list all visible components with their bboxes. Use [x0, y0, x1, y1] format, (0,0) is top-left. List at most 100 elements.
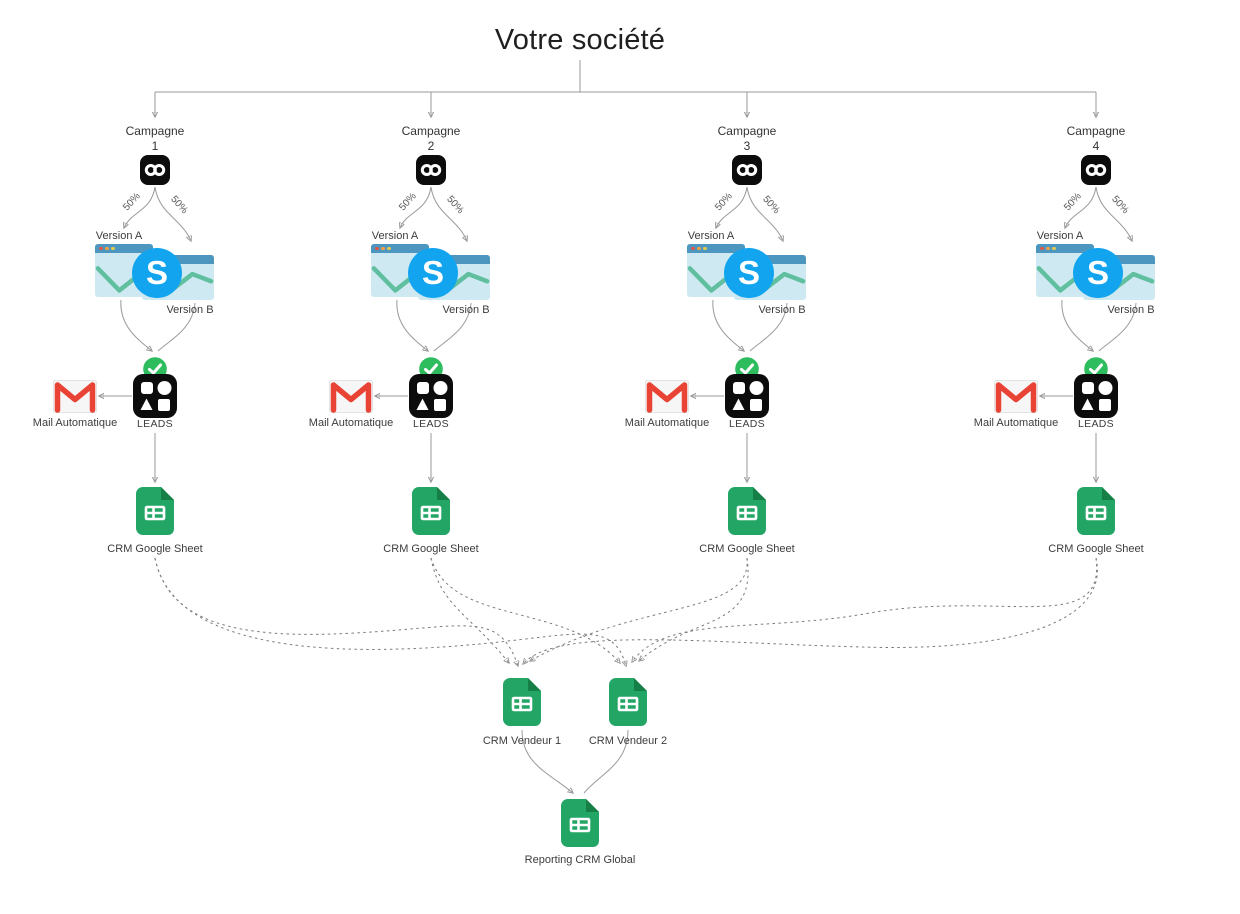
- connector-merge-left-4: [1061, 299, 1093, 351]
- connector-merge-right-4: [1098, 302, 1137, 352]
- connector-split-b-4: [1095, 186, 1132, 241]
- vendor2-label: CRM Vendeur 2: [588, 735, 668, 747]
- connector-split-a-2: [400, 186, 432, 228]
- s-letter: S: [145, 254, 168, 291]
- crm-sheet-label: CRM Google Sheet: [383, 543, 479, 555]
- connector-split-b-1: [154, 186, 191, 241]
- browser-header: [95, 244, 153, 253]
- reporting-sheet-icon: [561, 799, 599, 847]
- split-percent-right: 50%: [1109, 193, 1131, 217]
- leads-form-icon: [1074, 374, 1118, 418]
- split-percent-right: 50%: [444, 193, 466, 217]
- gmail-icon: [645, 380, 689, 413]
- connector-split-a-4: [1065, 186, 1097, 228]
- mail-automatique-label: Mail Automatique: [32, 417, 118, 429]
- gmail-icon: [329, 380, 373, 413]
- split-percent-right: 50%: [168, 193, 190, 217]
- google-sheet-icon: [136, 487, 174, 535]
- version-a-label: Version A: [371, 230, 419, 242]
- crm-sheet-label: CRM Google Sheet: [107, 543, 203, 555]
- campaign-title: Campagne 1: [45, 124, 265, 154]
- connector-vendor2-reporting: [583, 729, 629, 794]
- version-b-label: Version B: [758, 304, 806, 316]
- connector-merge-right-2: [433, 302, 472, 352]
- page-title: Votre société: [494, 24, 666, 56]
- campaign-name: Campagne: [401, 124, 461, 138]
- campaign-column-3: Campagne 3 50% 50% Version A S Version B…: [625, 0, 857, 600]
- split-percent-left: 50%: [121, 190, 143, 214]
- systeme-s-icon: S: [724, 248, 774, 298]
- campaign-name: Campagne: [125, 124, 185, 138]
- connector-split-a-3: [716, 186, 748, 228]
- campaign-column-4: Campagne 4 50% 50% Version A S Version B…: [974, 0, 1206, 600]
- leads-label: LEADS: [137, 418, 173, 430]
- connector-sheet3-vendor2: [639, 557, 749, 661]
- version-b-label: Version B: [166, 304, 214, 316]
- campaign-name: Campagne: [1066, 124, 1126, 138]
- google-sheet-icon: [412, 487, 450, 535]
- split-percent-left: 50%: [1062, 190, 1084, 214]
- split-percent-left: 50%: [713, 190, 735, 214]
- gmail-icon: [994, 380, 1038, 413]
- s-letter: S: [1086, 254, 1109, 291]
- connector-sheet2-vendor2: [430, 557, 620, 663]
- systeme-s-icon: S: [132, 248, 182, 298]
- campaign-number: 1: [151, 139, 159, 153]
- connector-sheet4-vendor1: [523, 557, 1098, 664]
- campaign-name: Campagne: [717, 124, 777, 138]
- leads-form-icon: [409, 374, 453, 418]
- campaign-column-1: Campagne 1 50% 50% Version A S Version B…: [33, 0, 265, 600]
- version-b-label: Version B: [442, 304, 490, 316]
- vendor1-label: CRM Vendeur 1: [482, 735, 562, 747]
- connector-merge-right-3: [749, 302, 788, 352]
- leads-form-icon: [725, 374, 769, 418]
- campaign-title: Campagne 2: [321, 124, 541, 154]
- campaign-number: 2: [427, 139, 435, 153]
- connector-vendor1-reporting: [521, 729, 573, 793]
- version-b-label: Version B: [1107, 304, 1155, 316]
- mail-automatique-label: Mail Automatique: [624, 417, 710, 429]
- connector-sheet4-vendor2: [632, 557, 1098, 662]
- s-letter: S: [737, 254, 760, 291]
- crm-sheet-label: CRM Google Sheet: [1048, 543, 1144, 555]
- browser-header: [1036, 244, 1094, 253]
- version-a-label: Version A: [1036, 230, 1084, 242]
- browser-header: [687, 244, 745, 253]
- vendor1-sheet-icon: [503, 678, 541, 726]
- connector-merge-left-1: [120, 299, 152, 351]
- campaign-number: 4: [1092, 139, 1100, 153]
- connector-sheet3-vendor1: [530, 557, 748, 661]
- google-sheet-icon: [1077, 487, 1115, 535]
- mail-automatique-label: Mail Automatique: [308, 417, 394, 429]
- vendor2-sheet-icon: [609, 678, 647, 726]
- split-percent-left: 50%: [397, 190, 419, 214]
- leads-label: LEADS: [729, 418, 765, 430]
- campaign-title: Campagne 3: [637, 124, 857, 154]
- systeme-s-icon: S: [1073, 248, 1123, 298]
- connector-sheet2-vendor1: [430, 557, 509, 663]
- connector-merge-left-3: [712, 299, 744, 351]
- version-a-label: Version A: [687, 230, 735, 242]
- campaign-column-2: Campagne 2 50% 50% Version A S Version B…: [309, 0, 541, 600]
- connector-split-b-3: [746, 186, 783, 241]
- mail-automatique-label: Mail Automatique: [973, 417, 1059, 429]
- crm-sheet-label: CRM Google Sheet: [699, 543, 795, 555]
- leads-form-icon: [133, 374, 177, 418]
- leads-label: LEADS: [413, 418, 449, 430]
- connector-merge-right-1: [157, 302, 196, 352]
- browser-header: [371, 244, 429, 253]
- connector-split-b-2: [430, 186, 467, 241]
- meta-ads-icon: [732, 155, 762, 185]
- gmail-icon: [53, 380, 97, 413]
- meta-ads-icon: [140, 155, 170, 185]
- version-a-label: Version A: [95, 230, 143, 242]
- s-letter: S: [421, 254, 444, 291]
- google-sheet-icon: [728, 487, 766, 535]
- meta-ads-icon: [1081, 155, 1111, 185]
- systeme-s-icon: S: [408, 248, 458, 298]
- campaign-number: 3: [743, 139, 751, 153]
- reporting-label: Reporting CRM Global: [524, 854, 636, 866]
- campaign-title: Campagne 4: [986, 124, 1206, 154]
